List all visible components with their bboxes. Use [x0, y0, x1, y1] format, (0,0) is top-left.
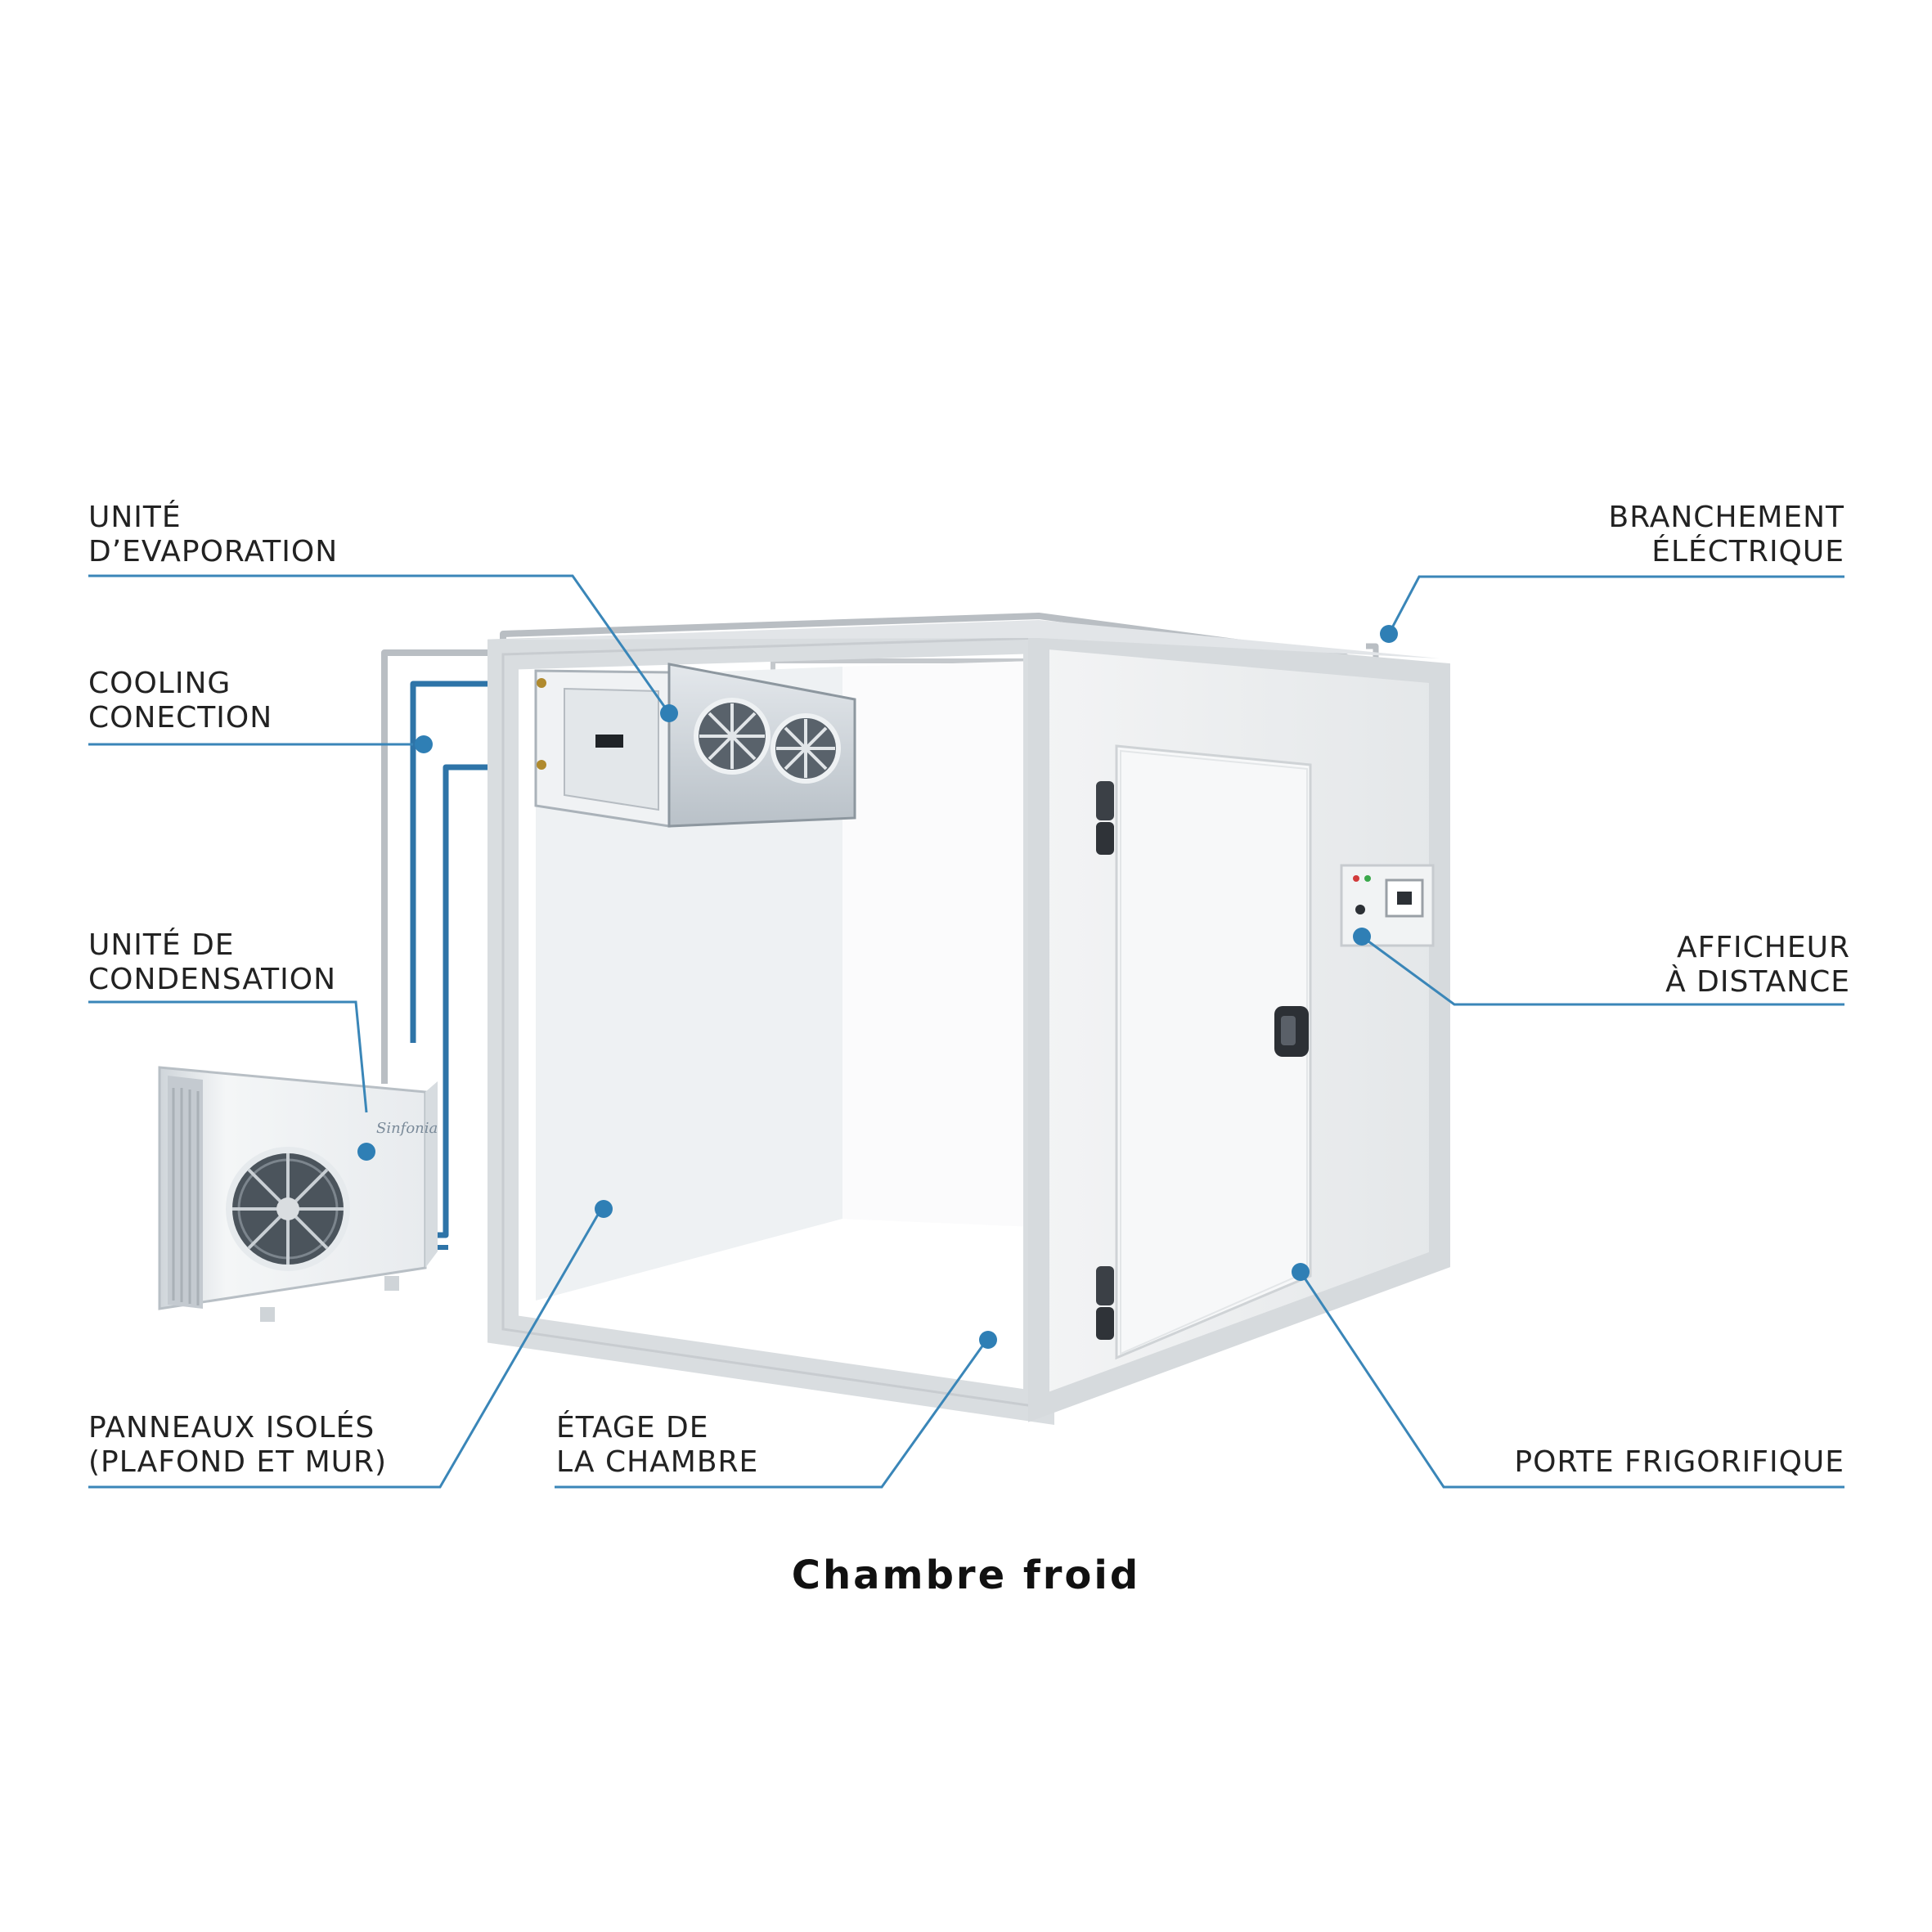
label-line: UNITÉ DE	[88, 928, 235, 962]
callout-dot-evaporation	[660, 704, 678, 722]
label-cold-room-door: PORTE FRIGORIFIQUE	[1514, 1445, 1844, 1480]
callout-line-panels	[88, 1208, 603, 1489]
callout-dot-condensation	[357, 1143, 375, 1161]
label-line: CONDENSATION	[88, 963, 337, 996]
callout-line-floor	[555, 1341, 987, 1489]
cold-room-door	[1096, 744, 1312, 1360]
callout-dot-cooling	[415, 735, 433, 753]
door-hinge	[1096, 781, 1114, 820]
room-interior-side	[842, 661, 1035, 1227]
label-line: PORTE FRIGORIFIQUE	[1514, 1445, 1844, 1479]
room-floor	[536, 1219, 1035, 1370]
label-line: UNITÉ	[88, 501, 182, 534]
label-electrical-connection: BRANCHEMENT ÉLÉCTRIQUE	[1609, 501, 1845, 569]
callout-dot-panels	[595, 1200, 613, 1218]
label-line: D’EVAPORATION	[88, 535, 339, 568]
callout-line-display	[1361, 935, 1844, 1006]
label-insulated-panels: PANNEAUX ISOLÉS (PLAFOND ET MUR)	[88, 1411, 387, 1480]
blue-pipe-inner	[432, 764, 503, 1238]
svg-text:Sinfonia: Sinfonia	[376, 1120, 438, 1137]
remote-display	[1340, 864, 1435, 947]
condensing-unit: Sinfonia	[158, 1066, 438, 1322]
label-line: COOLING	[88, 667, 231, 700]
blue-pipe-outer	[410, 681, 503, 1043]
callout-line-electric	[1387, 575, 1844, 635]
callout-line-evaporation	[88, 574, 671, 714]
callout-dot-door	[1292, 1263, 1310, 1281]
callout-dots	[357, 625, 1398, 1349]
room-interior-left	[536, 667, 842, 1301]
callout-line-door	[1299, 1271, 1844, 1489]
label-cooling-connection: COOLING CONECTION	[88, 667, 272, 735]
label-line: ÉTAGE DE	[556, 1411, 709, 1445]
label-line: CONECTION	[88, 701, 273, 735]
diagram-caption: Chambre froid	[791, 1552, 1141, 1598]
callouts	[88, 574, 1844, 1489]
label-line: AFFICHEUR	[1677, 931, 1850, 964]
label-line: (PLAFOND ET MUR)	[88, 1445, 388, 1479]
label-line: ÉLÉCTRIQUE	[1651, 535, 1844, 568]
label-line: PANNEAUX ISOLÉS	[88, 1411, 375, 1445]
callout-dot-display	[1353, 928, 1371, 946]
label-remote-display: AFFICHEUR À DISTANCE	[1665, 931, 1850, 1000]
callout-dot-floor	[979, 1331, 997, 1349]
roof-edge	[503, 620, 1440, 658]
label-evaporation-unit: UNITÉ D’EVAPORATION	[88, 501, 338, 569]
label-room-floor: ÉTAGE DE LA CHAMBRE	[556, 1411, 758, 1480]
label-line: À DISTANCE	[1665, 965, 1850, 999]
label-line: LA CHAMBRE	[556, 1445, 759, 1479]
label-line: BRANCHEMENT	[1608, 501, 1844, 534]
callout-line-condensation	[88, 1000, 368, 1113]
evaporator-unit	[534, 663, 856, 828]
label-condensing-unit: UNITÉ DE CONDENSATION	[88, 928, 336, 997]
callout-dot-electric	[1380, 625, 1398, 643]
